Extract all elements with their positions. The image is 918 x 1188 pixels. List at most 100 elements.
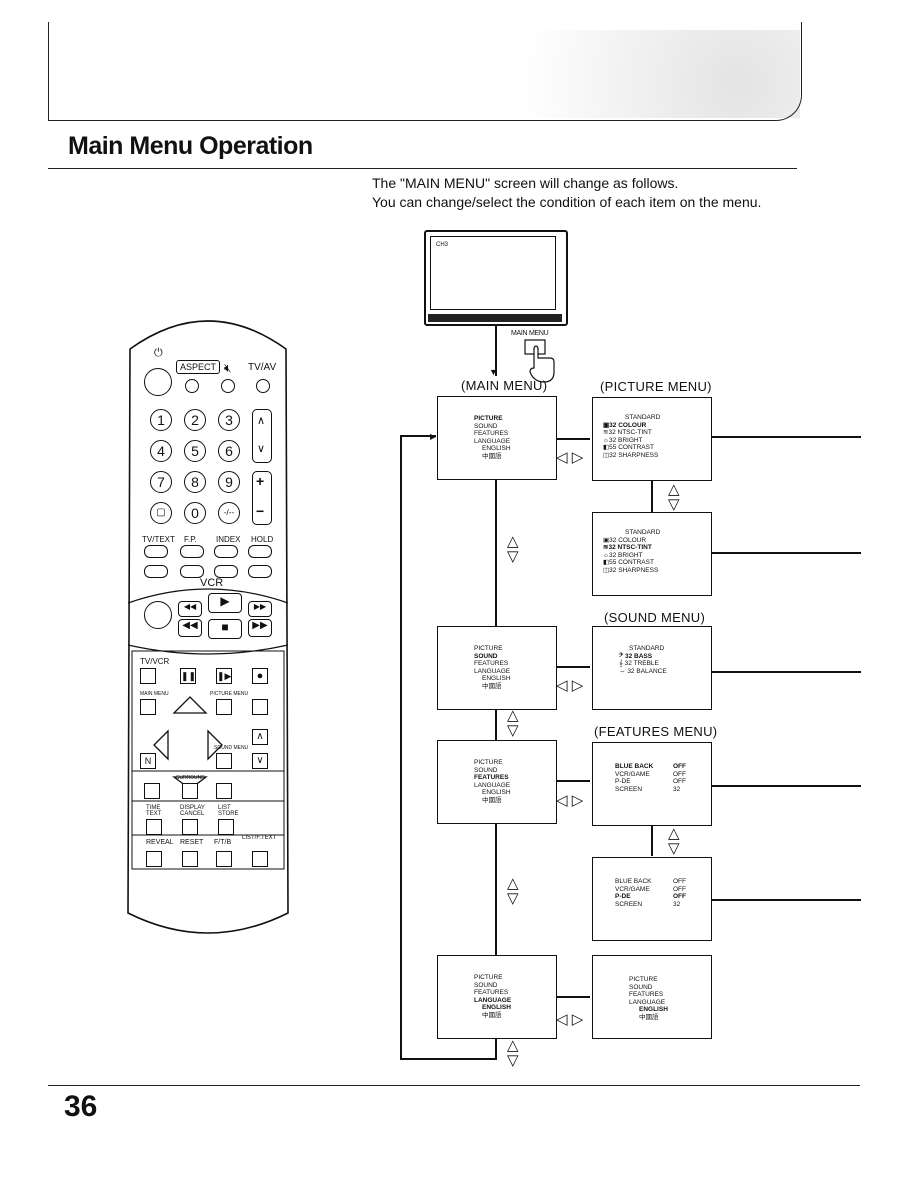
treble-icon: 𝄞 bbox=[619, 660, 623, 668]
pause-button[interactable]: ❚❚ bbox=[180, 668, 196, 684]
menu-item-sound: SOUND bbox=[629, 983, 653, 991]
num-3-button[interactable]: 3 bbox=[218, 409, 240, 431]
title-rule bbox=[48, 168, 797, 169]
index-label: INDEX bbox=[216, 535, 241, 544]
num-4-button[interactable]: 4 bbox=[150, 440, 172, 462]
aspect-button[interactable]: ASPECT bbox=[176, 360, 221, 374]
ffwd-small-button[interactable]: ▶▶ bbox=[248, 601, 272, 617]
banner-texture bbox=[380, 30, 800, 118]
num-8-button[interactable]: 8 bbox=[184, 471, 206, 493]
menu-item-english: ENGLISH bbox=[482, 789, 511, 797]
sound-row-balance-value: 32 bbox=[627, 667, 635, 675]
menu-up-button[interactable]: ∧ bbox=[252, 729, 268, 745]
tvav-button[interactable] bbox=[256, 379, 270, 393]
stop-button[interactable]: ■ bbox=[208, 619, 242, 639]
sound-row-bass: 𝄢 32 BASS bbox=[619, 653, 667, 661]
sound-menu-label: SOUND MENU bbox=[214, 745, 249, 751]
aspect-round-button[interactable] bbox=[185, 379, 199, 393]
channel-up[interactable]: ∧ bbox=[257, 415, 266, 427]
menu-item-picture: PICTURE bbox=[474, 645, 503, 652]
picture-row-contrast-value: 55 bbox=[609, 559, 617, 567]
timer-button[interactable] bbox=[144, 783, 160, 799]
picture-row-contrast: ◧55 CONTRAST bbox=[603, 559, 660, 567]
clock-button[interactable] bbox=[216, 783, 232, 799]
volume-rocker[interactable]: + − bbox=[252, 471, 272, 525]
picture-row-bright: ☼32 BRIGHT bbox=[603, 437, 660, 445]
display-cancel-button[interactable] bbox=[182, 819, 198, 835]
tvtext-button[interactable] bbox=[144, 545, 168, 558]
features-out-line bbox=[711, 785, 861, 787]
record-button[interactable]: ● bbox=[252, 668, 268, 684]
menu-down-button[interactable]: ∨ bbox=[252, 753, 268, 769]
features-row-vcrgame-value: OFF bbox=[673, 885, 686, 893]
power-button[interactable] bbox=[144, 368, 172, 396]
surround-button[interactable] bbox=[182, 783, 198, 799]
num-6-button[interactable]: 6 bbox=[218, 440, 240, 462]
rewind-button[interactable]: ◀◀ bbox=[178, 619, 202, 637]
tv-base bbox=[428, 314, 562, 322]
vcr-power-button[interactable] bbox=[144, 601, 172, 629]
tv-arrow-line bbox=[495, 326, 497, 376]
page-title: Main Menu Operation bbox=[68, 132, 313, 160]
menu-item-features: FEATURES bbox=[474, 774, 509, 782]
num-5-button[interactable]: 5 bbox=[184, 440, 206, 462]
picture-row-sharpness-label: SHARPNESS bbox=[618, 566, 659, 574]
num-7-button[interactable]: 7 bbox=[150, 471, 172, 493]
index-button[interactable] bbox=[214, 545, 238, 558]
sound-out-line bbox=[711, 671, 861, 673]
bright-icon: ☼ bbox=[603, 436, 609, 444]
menu-item-english: ENGLISH bbox=[482, 675, 511, 683]
list-ftext-button[interactable] bbox=[252, 851, 268, 867]
features-row-pde-label: P-DE bbox=[615, 893, 631, 901]
red-button[interactable] bbox=[144, 565, 168, 578]
reset-button[interactable] bbox=[182, 851, 198, 867]
tv-body bbox=[424, 230, 568, 326]
blank-button[interactable] bbox=[252, 699, 268, 715]
picture-menu-list: STANDARD ▣32 COLOUR ≋32 NTSC-TINT ☼32 BR… bbox=[603, 414, 660, 460]
page-number: 36 bbox=[64, 1090, 98, 1123]
sharpness-icon: ◫ bbox=[603, 566, 610, 574]
n-button[interactable]: N bbox=[140, 753, 156, 769]
slow-button[interactable]: ❚▶ bbox=[216, 668, 232, 684]
features-menu-heading: (FEATURES MENU) bbox=[594, 724, 718, 739]
dash-button[interactable]: -/-- bbox=[218, 502, 240, 524]
hold-button[interactable] bbox=[248, 545, 272, 558]
mute-button[interactable] bbox=[221, 379, 235, 393]
main-menu-list: PICTURE SOUND FEATURES LANGUAGE ENGLISH … bbox=[474, 415, 511, 461]
sound-menu-button[interactable] bbox=[216, 753, 232, 769]
ftb-button[interactable] bbox=[216, 851, 232, 867]
menu-item-features: FEATURES bbox=[474, 660, 509, 668]
picture-row-colour-value: 32 bbox=[609, 421, 617, 429]
green-button[interactable] bbox=[180, 565, 204, 578]
volume-down[interactable]: − bbox=[256, 503, 265, 519]
reveal-button[interactable] bbox=[146, 851, 162, 867]
tint-icon: ≋ bbox=[603, 429, 609, 437]
picture-row-sharpness-value: 32 bbox=[609, 451, 617, 459]
yellow-button[interactable] bbox=[214, 565, 238, 578]
channel-rocker[interactable]: ∧ ∨ bbox=[252, 409, 272, 463]
menu-item-picture: PICTURE bbox=[629, 976, 658, 983]
main-menu-box-sound: PICTURE SOUND FEATURES LANGUAGE ENGLISH … bbox=[437, 626, 557, 710]
tvvcr-button[interactable] bbox=[140, 668, 156, 684]
rewind-small-button[interactable]: ◀◀ bbox=[178, 601, 202, 617]
num-2-button[interactable]: 2 bbox=[184, 409, 206, 431]
play-button[interactable]: ▶ bbox=[208, 593, 242, 613]
fp-button[interactable] bbox=[180, 545, 204, 558]
channel-down[interactable]: ∨ bbox=[257, 443, 266, 455]
tv-icon-button[interactable]: ▢ bbox=[150, 502, 172, 524]
num-0-button[interactable]: 0 bbox=[184, 502, 206, 524]
picture-row-contrast-value: 55 bbox=[609, 444, 617, 452]
ffwd-button[interactable]: ▶▶ bbox=[248, 619, 272, 637]
time-text-label: TIME TEXT bbox=[146, 805, 162, 817]
blue-button[interactable] bbox=[248, 565, 272, 578]
picture-menu-button[interactable] bbox=[216, 699, 232, 715]
features-row-blueback-value: OFF bbox=[673, 763, 686, 770]
picture-row-tint: ≋32 NTSC-TINT bbox=[603, 544, 660, 552]
num-1-button[interactable]: 1 bbox=[150, 409, 172, 431]
list-store-button[interactable] bbox=[218, 819, 234, 835]
time-text-button[interactable] bbox=[146, 819, 162, 835]
volume-up[interactable]: + bbox=[256, 473, 265, 489]
main-menu-button[interactable] bbox=[140, 699, 156, 715]
num-9-button[interactable]: 9 bbox=[218, 471, 240, 493]
